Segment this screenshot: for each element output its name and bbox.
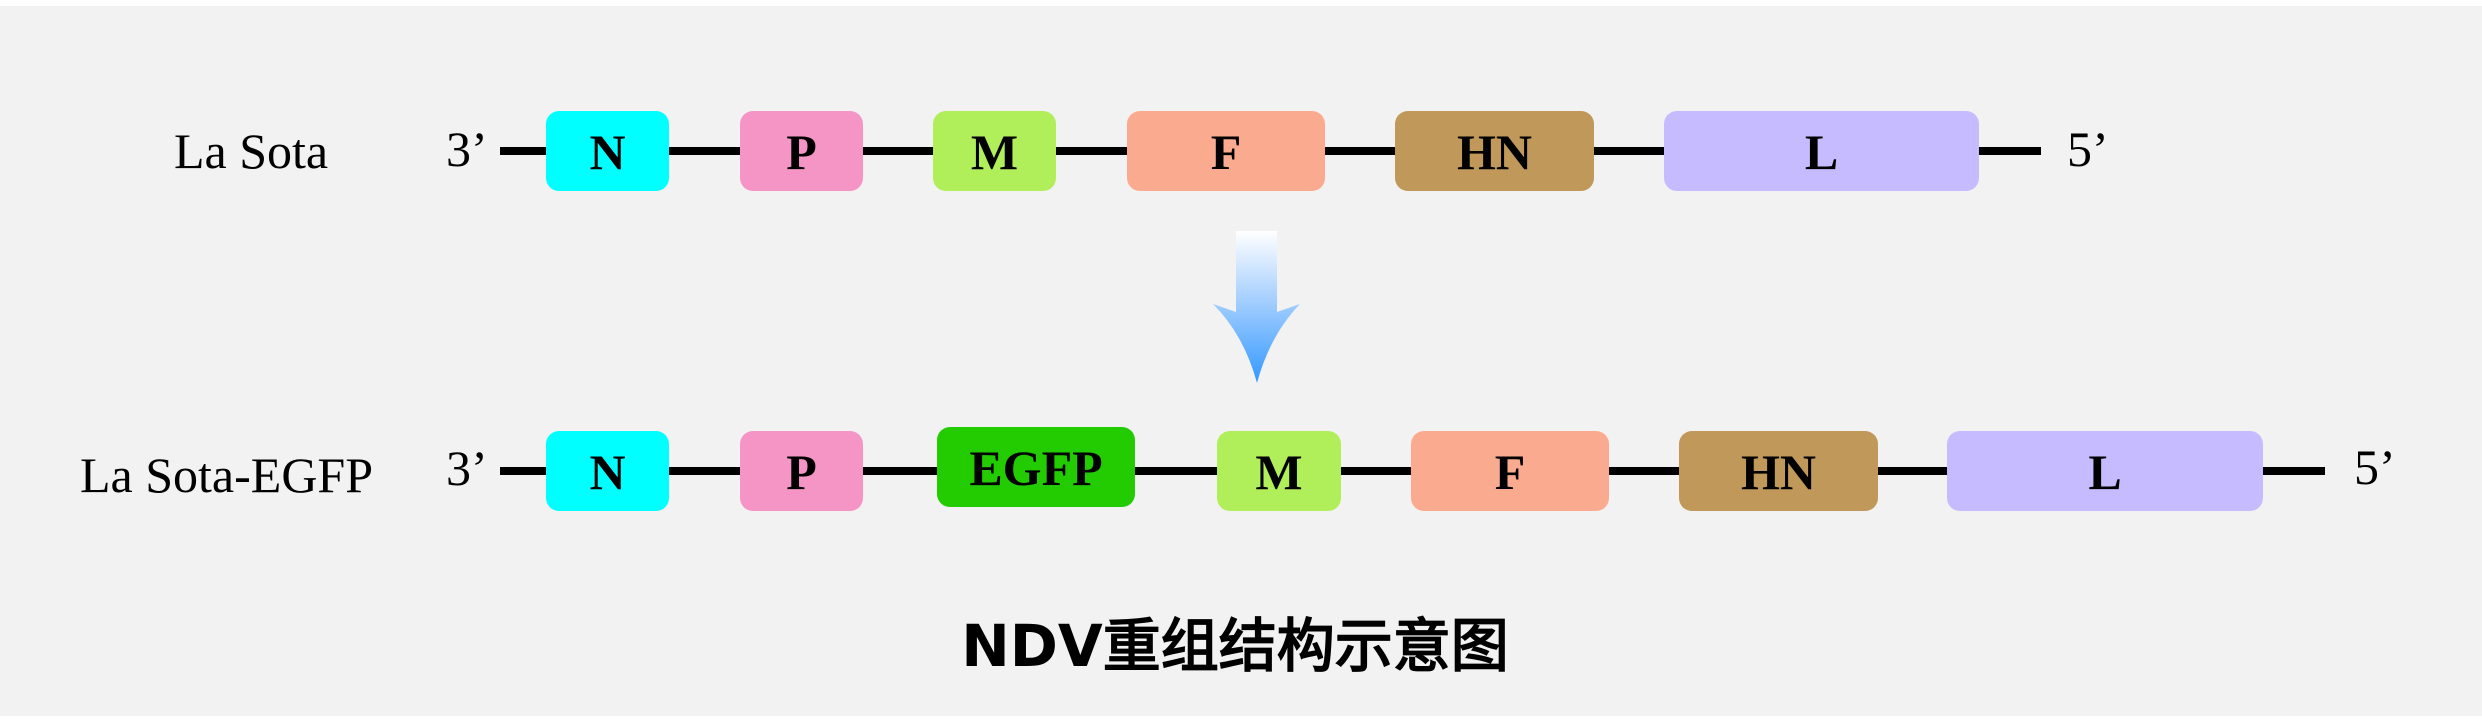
five-prime-end-label: 5’ — [2067, 121, 2109, 177]
gene-box — [1411, 431, 1609, 511]
gene-box — [546, 431, 669, 511]
gene-box — [1679, 431, 1878, 511]
gene-n: N — [546, 431, 669, 511]
gene-label: N — [589, 444, 625, 500]
gene-m: M — [1217, 431, 1341, 511]
gene-box — [937, 427, 1135, 507]
gene-n: N — [546, 111, 669, 191]
gene-f: F — [1127, 111, 1325, 191]
gene-label: M — [1255, 444, 1302, 500]
gene-hn: HN — [1395, 111, 1594, 191]
gene-label: EGFP — [969, 440, 1102, 496]
gene-label: HN — [1741, 444, 1816, 500]
five-prime-end-label: 5’ — [2354, 439, 2396, 495]
gene-label: HN — [1457, 124, 1532, 180]
gene-hn: HN — [1679, 431, 1878, 511]
gene-label: F — [1211, 124, 1242, 180]
gene-box — [740, 431, 863, 511]
three-prime-end-label: 3’ — [446, 121, 488, 177]
gene-p: P — [740, 111, 863, 191]
gene-l: L — [1664, 111, 1979, 191]
gene-box — [1947, 431, 2263, 511]
gene-label: P — [786, 124, 817, 180]
gene-label: L — [2088, 444, 2121, 500]
gene-box — [1395, 111, 1594, 191]
diagram-title: NDV重组结构示意图 — [961, 612, 1509, 680]
gene-l: L — [1947, 431, 2263, 511]
construct-la-sota-egfp: La Sota-EGFP 3’ N P EGFP M F HN L 5’ — [80, 427, 2396, 511]
gene-box — [1217, 431, 1341, 511]
gene-track: N P EGFP M F HN L — [546, 427, 2263, 511]
down-arrow-icon — [1213, 231, 1300, 383]
gene-label: P — [786, 444, 817, 500]
gene-p: P — [740, 431, 863, 511]
gene-box — [933, 111, 1056, 191]
construct-name: La Sota — [174, 123, 328, 179]
gene-m: M — [933, 111, 1056, 191]
gene-track: N P M F HN L — [546, 111, 1979, 191]
gene-label: N — [589, 124, 625, 180]
gene-label: M — [971, 124, 1018, 180]
gene-box — [1664, 111, 1979, 191]
gene-label: F — [1495, 444, 1526, 500]
gene-f: F — [1411, 431, 1609, 511]
gene-box — [740, 111, 863, 191]
construct-la-sota: La Sota 3’ N P M F HN L 5’ — [174, 111, 2109, 191]
gene-box — [546, 111, 669, 191]
gene-label: L — [1805, 124, 1838, 180]
gene-egfp: EGFP — [937, 427, 1135, 507]
gene-box — [1127, 111, 1325, 191]
three-prime-end-label: 3’ — [446, 440, 488, 496]
construct-name: La Sota-EGFP — [80, 447, 373, 503]
